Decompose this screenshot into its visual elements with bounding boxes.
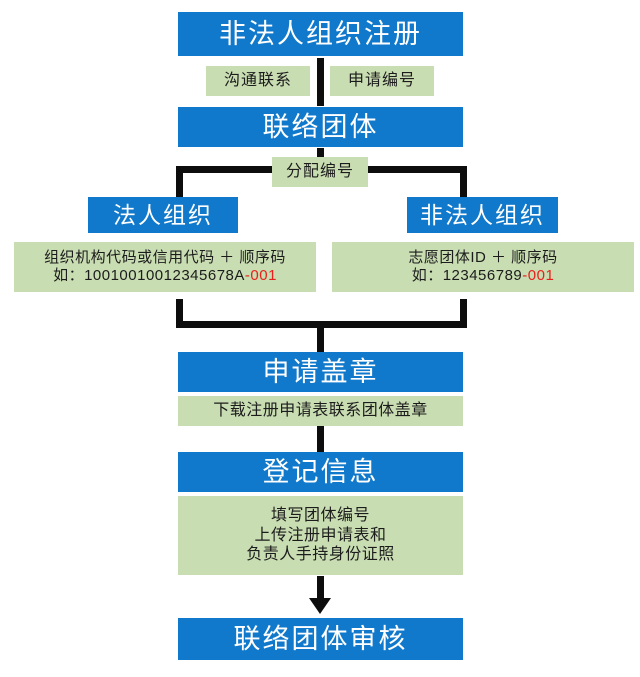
note-volunteer-group-id-line2-suffix: -001 (522, 267, 555, 284)
node-liaison-group-review: 联络团体审核 (178, 618, 463, 660)
node-registration-title: 非法人组织注册 (178, 12, 463, 56)
note-registration-requirements-line3: 负责人手持身份证照 (246, 546, 395, 564)
note-volunteer-group-id-line2-prefix: 如：123456789 (411, 267, 523, 284)
tag-communication-contact: 沟通联系 (206, 66, 310, 96)
node-registration-info-label: 登记信息 (262, 456, 379, 487)
note-legal-person-code-line2: 如：10010010012345678A-001 (53, 267, 277, 285)
split-leg-left (176, 166, 183, 200)
node-liaison-group-label: 联络团体 (262, 111, 379, 142)
node-registration-info: 登记信息 (178, 452, 463, 492)
node-liaison-group: 联络团体 (178, 107, 463, 147)
tag-communication-contact-label: 沟通联系 (223, 72, 292, 90)
tag-assign-number: 分配编号 (272, 157, 368, 187)
arrowhead-to-review (309, 598, 331, 614)
split-leg-right (460, 166, 467, 200)
note-registration-requirements-line1: 填写团体编号 (270, 507, 370, 525)
note-volunteer-group-id-line2: 如：123456789-001 (412, 267, 555, 285)
note-legal-person-code-line2-prefix: 如：10010010012345678A (53, 267, 245, 284)
connector-seal-to-register (317, 426, 324, 453)
connector-register-to-review (317, 576, 324, 602)
merge-leg-right (460, 299, 467, 328)
note-registration-requirements: 填写团体编号 上传注册申请表和 负责人手持身份证照 (178, 496, 463, 575)
node-legal-person-org: 法人组织 (88, 197, 238, 233)
node-registration-title-label: 非法人组织注册 (219, 18, 422, 49)
note-download-form-seal: 下载注册申请表联系团体盖章 (178, 396, 463, 426)
note-legal-person-code-line2-suffix: -001 (244, 267, 277, 284)
node-non-legal-person-org-label: 非法人组织 (420, 201, 545, 228)
connector-title-to-liaison (317, 58, 324, 106)
node-legal-person-org-label: 法人组织 (113, 201, 213, 228)
node-non-legal-person-org: 非法人组织 (407, 197, 558, 233)
connector-merge-to-seal (317, 321, 324, 354)
note-legal-person-code: 组织机构代码或信用代码 ＋ 顺序码 如：10010010012345678A-0… (14, 242, 316, 292)
tag-assign-number-label: 分配编号 (285, 163, 354, 181)
node-apply-seal: 申请盖章 (178, 352, 463, 392)
note-legal-person-code-line1: 组织机构代码或信用代码 ＋ 顺序码 (44, 248, 286, 266)
tag-application-number-label: 申请编号 (347, 72, 416, 90)
tag-application-number: 申请编号 (330, 66, 434, 96)
merge-leg-left (176, 299, 183, 328)
node-apply-seal-label: 申请盖章 (262, 356, 379, 387)
note-download-form-seal-line1: 下载注册申请表联系团体盖章 (213, 402, 428, 420)
note-volunteer-group-id-line1: 志愿团体ID ＋ 顺序码 (408, 248, 558, 266)
note-volunteer-group-id: 志愿团体ID ＋ 顺序码 如：123456789-001 (332, 242, 634, 292)
node-liaison-group-review-label: 联络团体审核 (233, 623, 408, 654)
note-registration-requirements-line2: 上传注册申请表和 (254, 526, 387, 544)
